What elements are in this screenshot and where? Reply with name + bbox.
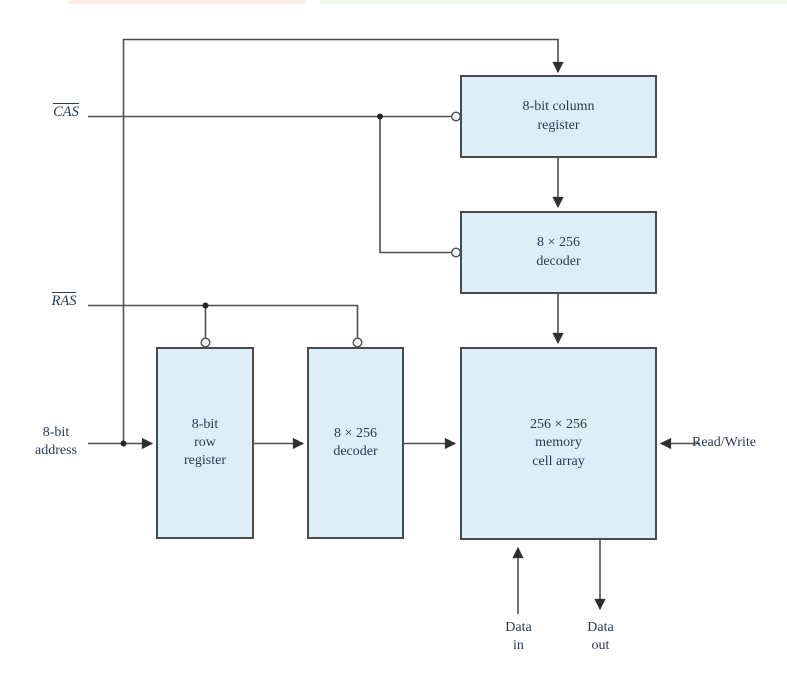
label-line: in (513, 638, 524, 654)
cas-label: CAS (42, 103, 90, 122)
block-row-decoder-label: 8 × 256 decoder (333, 425, 377, 461)
block-row-register: 8-bit row register (156, 347, 254, 539)
label-line: 8 × 256 (334, 425, 377, 441)
junction-ras (202, 302, 209, 309)
junction-address (120, 440, 127, 447)
junction-cas (377, 113, 383, 120)
wire-address-to-column-register (122, 38, 564, 444)
bubble-ras-row-register (200, 337, 211, 348)
cas-text: CAS (53, 103, 79, 120)
block-column-decoder-label: 8 × 256 decoder (536, 234, 580, 270)
block-column-decoder: 8 × 256 decoder (460, 211, 657, 294)
label-line: 8 × 256 (537, 235, 580, 251)
label-line: register (184, 453, 226, 469)
address-label: 8-bit address (24, 424, 88, 460)
label-line: 256 × 256 (530, 417, 587, 433)
wire-ras (88, 304, 359, 338)
label-line: register (537, 117, 580, 133)
block-row-register-label: 8-bit row register (184, 416, 226, 471)
label-line: row (194, 434, 216, 450)
bubble-ras-row-decoder (352, 337, 363, 348)
bubble-cas-column-decoder (451, 247, 462, 258)
label-line: memory (535, 435, 582, 451)
label-line: 8-bit (191, 416, 219, 432)
top-strip-pink (68, 0, 306, 4)
label-line: 8-bit (42, 425, 70, 440)
data-out-label: Data out (577, 619, 624, 655)
label-line: decoder (536, 253, 581, 269)
read-write-text: Read/Write (692, 435, 756, 450)
label-line: address (35, 443, 77, 459)
data-in-label: Data in (496, 619, 541, 655)
block-memory-cell-array-label: 256 × 256 memory cell array (530, 416, 587, 471)
block-column-register: 8-bit column register (460, 75, 657, 158)
label-line: Data (505, 620, 532, 635)
top-strip-green (320, 0, 787, 4)
label-line: out (591, 638, 610, 654)
label-line: 8-bit column (522, 99, 595, 115)
block-row-decoder: 8 × 256 decoder (307, 347, 404, 539)
wire-cas-branch (379, 116, 452, 254)
bubble-cas-column-register (451, 111, 462, 122)
label-line: Data (587, 620, 614, 635)
read-write-label: Read/Write (692, 434, 784, 452)
block-memory-cell-array: 256 × 256 memory cell array (460, 347, 657, 540)
label-line: decoder (333, 444, 378, 459)
block-column-register-label: 8-bit column register (523, 98, 595, 134)
ras-text: RAS (51, 292, 77, 309)
ras-label: RAS (40, 292, 88, 311)
label-line: cell array (532, 453, 585, 469)
